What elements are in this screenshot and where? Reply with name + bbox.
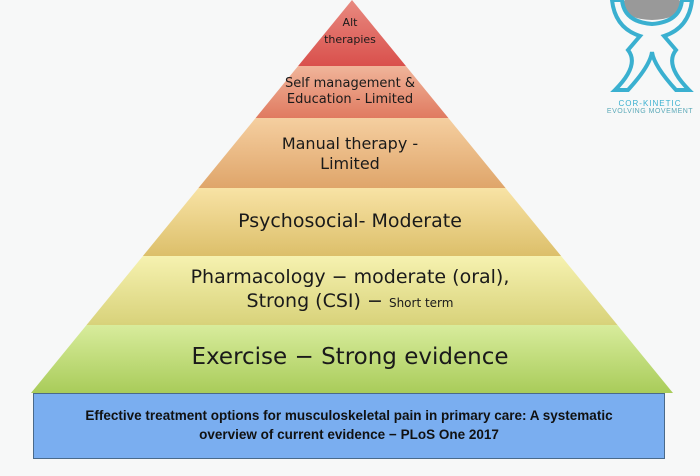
logo-text: COR-KINETIC EVOLVING MOVEMENT: [596, 99, 700, 116]
cor-kinetic-logo-icon: [609, 0, 695, 92]
tier-alt-therapies: Alt therapies: [324, 16, 376, 46]
tier-exercise: Exercise − Strong evidence: [191, 344, 509, 370]
logo-tagline: EVOLVING MOVEMENT: [606, 108, 694, 116]
pyramid-tier-1: [255, 66, 449, 118]
pyramid-tier-4: [86, 256, 618, 325]
tier-manual-therapy: Manual therapy - Limited: [281, 134, 419, 173]
pyramid-tier-3: [142, 188, 562, 256]
tier-self-management: Self management & Education - Limited: [285, 76, 415, 108]
tier-pharmacology: Pharmacology − moderate (oral), Strong (…: [190, 266, 510, 312]
citation-box: Effective treatment options for musculos…: [33, 393, 665, 459]
tier-psychosocial: Psychosocial- Moderate: [238, 210, 462, 232]
pyramid-tier-5: [31, 325, 673, 393]
pyramid-tier-0: [298, 0, 406, 66]
pyramid-tier-2: [198, 118, 506, 188]
